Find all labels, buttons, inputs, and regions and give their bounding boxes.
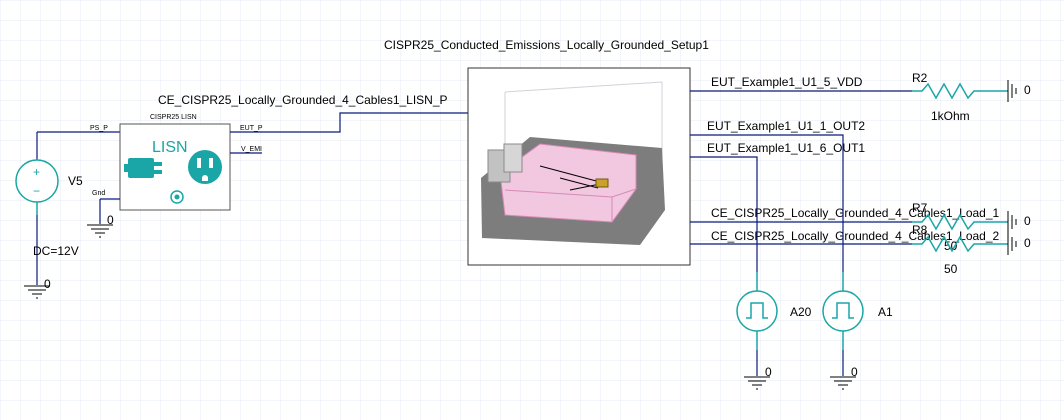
probe-a20[interactable] [736,272,778,350]
plus-sign: + [33,165,40,179]
source-value: DC=12V [33,244,79,258]
r8-ground-label: 0 [1024,236,1031,250]
ground-symbol-a20 [744,376,770,390]
voltage-source-v5[interactable]: + − [15,131,120,285]
lisn-header: CISPR25 LISN [150,114,197,121]
r7-ground-label: 0 [1024,214,1031,228]
source-name: V5 [68,174,83,188]
net-label-load2: CE_CISPR25_Locally_Grounded_4_Cables1_Lo… [711,229,1000,243]
resistor-r2-value: 1kOhm [931,109,970,123]
ground-terminal-icon [170,190,184,204]
resistor-r8-value: 50 [944,262,958,276]
probe-a1[interactable] [822,272,864,350]
resistor-r2-name: R2 [912,71,928,85]
probe-a1-name: A1 [878,305,893,319]
ground-symbol-r8 [1007,233,1017,255]
resistor-r8[interactable] [912,235,1008,253]
resistor-r8-name: R8 [912,223,928,237]
lisn-title: LISN [152,139,188,156]
source-ground-label: 0 [44,277,51,291]
pin-ps-p: PS_P [90,125,108,132]
lisn-net-label: CE_CISPR25_Locally_Grounded_4_Cables1_LI… [158,93,448,107]
a20-ground-label: 0 [765,365,772,379]
net-label-out1: EUT_Example1_U1_6_OUT1 [707,141,865,155]
wire-out2 [690,134,844,272]
ground-symbol-r2 [1007,80,1017,102]
ground-symbol-a1 [830,376,856,390]
a1-ground-label: 0 [851,365,858,379]
pin-eut-p: EUT_P [240,125,263,132]
pin-gnd: Gnd [92,190,105,197]
plug-icon [124,158,162,178]
lisn-eut-wire [230,112,468,133]
minus-sign: − [33,184,40,198]
resistor-r7[interactable] [912,213,1008,231]
outlet-icon [188,150,222,184]
net-label-vdd: EUT_Example1_U1_5_VDD [711,75,863,89]
schematic-title: CISPR25_Conducted_Emissions_Locally_Grou… [384,38,709,52]
lisn-ground-label: 0 [107,213,114,227]
wire-out1 [690,156,758,272]
resistor-r2[interactable] [912,82,1008,100]
ground-symbol-source [24,285,50,299]
net-label-load1: CE_CISPR25_Locally_Grounded_4_Cables1_Lo… [711,206,1000,220]
ground-symbol-lisn [87,224,113,238]
ground-symbol-r7 [1007,211,1017,233]
probe-a20-name: A20 [790,305,812,319]
resistor-r7-name: R7 [912,201,928,215]
r2-ground-label: 0 [1024,83,1031,97]
pin-v-emi: V_EMI [241,146,262,153]
eut-3d-preview [481,81,665,245]
net-label-out2: EUT_Example1_U1_1_OUT2 [707,119,865,133]
